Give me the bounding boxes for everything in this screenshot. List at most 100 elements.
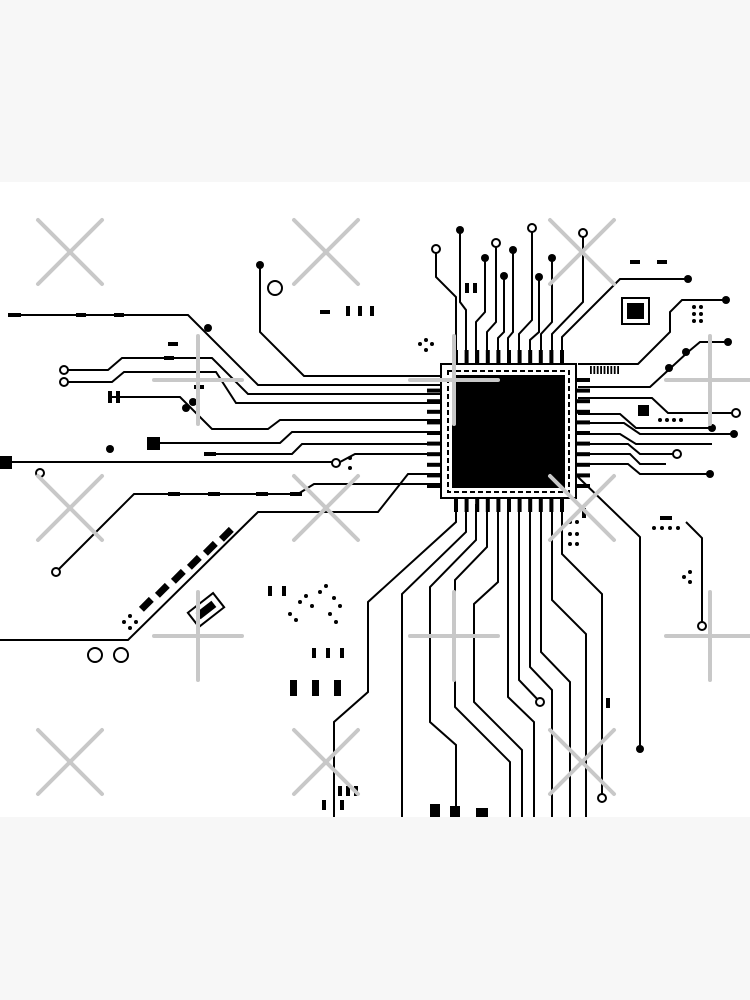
pad: [116, 391, 120, 403]
resistor: [154, 582, 170, 598]
chip-pin: [517, 498, 522, 512]
trace: [507, 504, 535, 817]
chip-pin: [427, 388, 441, 393]
pad-dot: [688, 580, 692, 584]
pad-dot: [424, 338, 428, 342]
chip-pin: [538, 498, 543, 512]
pad-dot: [692, 319, 696, 323]
via-open: [535, 697, 545, 707]
pad: [290, 492, 302, 496]
via-open: [527, 223, 537, 233]
pad-dot: [318, 590, 322, 594]
chip-pin: [549, 350, 554, 364]
watermark-group: [36, 218, 750, 796]
chip-pin: [576, 399, 590, 404]
pad: [630, 260, 640, 264]
pad: [256, 492, 268, 496]
chip-pin: [576, 378, 590, 382]
pad-dot: [672, 418, 676, 422]
pad-dot: [304, 594, 308, 598]
chip-pin: [549, 498, 554, 512]
trace: [518, 504, 541, 703]
pad-dot: [294, 618, 298, 622]
pad-dot: [575, 520, 579, 524]
circuit-artwork: [0, 182, 750, 817]
via-group: [35, 223, 741, 803]
pad: [346, 306, 350, 316]
trace: [112, 396, 440, 430]
via-open: [87, 647, 103, 663]
pad-dot: [668, 526, 672, 530]
chip-pin: [576, 473, 590, 478]
pad-dot: [699, 305, 703, 309]
via-filled: [481, 254, 489, 262]
trace: [473, 504, 523, 817]
chip-pin: [517, 350, 522, 364]
via-open: [59, 365, 69, 375]
chip-pin: [475, 350, 480, 364]
chip-pin: [576, 420, 590, 425]
watermark-x-icon: [548, 474, 616, 542]
resistor: [202, 540, 218, 556]
circuit-board-svg: [0, 218, 750, 817]
trace: [454, 504, 511, 817]
pad-dot: [348, 466, 352, 470]
pad-dot: [658, 418, 662, 422]
chip-pin: [427, 462, 441, 467]
chip-pin: [576, 409, 590, 414]
watermark-x-icon: [292, 474, 360, 542]
comb-pad: [603, 366, 606, 374]
pad: [8, 313, 21, 317]
chip-pin: [427, 431, 441, 435]
via-open: [113, 647, 129, 663]
via-open: [578, 228, 588, 238]
pad-dot: [122, 620, 126, 624]
trace: [507, 250, 514, 364]
via-open: [331, 458, 341, 468]
pad-dot: [328, 612, 332, 616]
pad: [657, 260, 667, 264]
watermark-x-icon: [292, 218, 360, 286]
resistor: [170, 568, 186, 584]
pad: [114, 313, 124, 317]
trace: [577, 476, 641, 749]
chip-pin: [576, 452, 590, 457]
chip-pin: [576, 431, 590, 435]
pad-dot: [692, 312, 696, 316]
pad-dot: [430, 342, 434, 346]
trace: [475, 258, 486, 364]
component-core: [627, 303, 644, 319]
pad: [660, 516, 672, 520]
chip-pin: [427, 409, 441, 414]
pad-dot: [699, 319, 703, 323]
watermark-x-icon: [36, 728, 104, 796]
trace: [435, 249, 457, 364]
pad: [340, 800, 344, 810]
pad-dot: [660, 526, 664, 530]
pad: [320, 310, 330, 314]
pad-dot: [424, 348, 428, 352]
pad: [268, 586, 272, 596]
trace: [204, 443, 440, 455]
resistor: [186, 554, 202, 570]
via-filled: [706, 470, 714, 478]
pad: [312, 648, 316, 658]
via-open: [267, 280, 283, 296]
via-open: [597, 793, 607, 803]
chip-pin: [427, 473, 441, 478]
chip-pin: [528, 498, 533, 512]
comb-pad: [607, 366, 609, 374]
watermark-x-icon: [36, 218, 104, 286]
pad-dot: [298, 600, 302, 604]
pad: [282, 586, 286, 596]
trace: [518, 228, 533, 364]
watermark-x-icon: [548, 218, 616, 286]
trace: [529, 504, 553, 817]
comb-pad: [596, 366, 599, 374]
chip-pin: [560, 350, 564, 364]
pad-dot: [575, 542, 579, 546]
trace: [578, 433, 712, 445]
trace: [578, 463, 710, 475]
trace: [459, 230, 467, 364]
via-open: [697, 621, 707, 631]
